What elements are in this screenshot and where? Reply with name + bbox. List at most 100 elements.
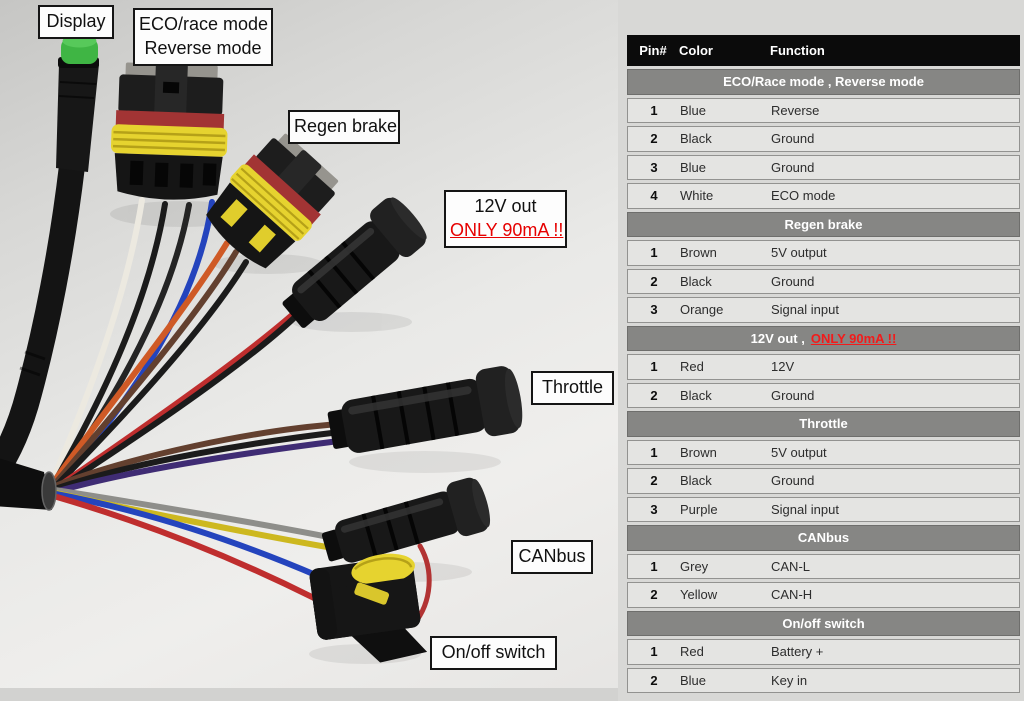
cell-function: Signal input: [771, 501, 839, 517]
label-eco-line1: ECO/race mode: [139, 14, 269, 34]
label-onoff-text: On/off switch: [441, 642, 546, 662]
cell-function: ECO mode: [771, 188, 836, 204]
cell-function: 5V output: [771, 245, 827, 261]
cell-function: Battery +: [771, 644, 824, 660]
cell-color: Blue: [680, 159, 707, 175]
cell-function: Ground: [771, 131, 815, 147]
wire-regen-black: [52, 259, 249, 490]
label-canbus-text: CANbus: [518, 546, 586, 566]
throttle-connector: [327, 366, 523, 453]
cell-color: White: [680, 188, 714, 204]
cell-function: Ground: [771, 473, 815, 489]
display-connector: [0, 34, 99, 486]
cell-color: Black: [680, 387, 712, 403]
cell-color: Black: [680, 273, 712, 289]
section-header: Regen brake: [627, 211, 1020, 237]
cell-pin: 4: [650, 188, 658, 204]
cell-function: Ground: [771, 387, 815, 403]
section-title-warning: ONLY 90mA !!: [810, 330, 897, 346]
cell-color: Red: [680, 359, 704, 375]
wire-eco-white: [49, 197, 145, 485]
label-12v-line1: 12V out: [474, 196, 537, 216]
cell-pin: 1: [650, 359, 658, 375]
wire-throttle-purple: [52, 438, 342, 495]
cell-pin: 3: [650, 302, 658, 318]
harness-photo: Display ECO/race mode Reverse mode Regen…: [0, 0, 618, 701]
photo-bottom-margin: [0, 688, 618, 701]
pin-row: 1 Blue Reverse: [627, 97, 1020, 123]
cell-pin: 2: [650, 587, 658, 603]
cell-color: Black: [680, 473, 712, 489]
pin-row: 3 Purple Signal input: [627, 496, 1020, 522]
cell-function: 12V: [771, 359, 795, 375]
pin-row: 3 Blue Ground: [627, 154, 1020, 180]
wire-throttle-brown: [52, 421, 343, 489]
harness-wires: [49, 197, 432, 627]
label-onoff-switch: On/off switch: [430, 636, 557, 670]
cell-color: Blue: [680, 672, 707, 688]
section-title: Regen brake: [784, 216, 863, 232]
wire-onoff-blue: [53, 491, 321, 579]
section-header: ECO/Race mode , Reverse mode: [627, 69, 1020, 95]
cell-function: Ground: [771, 159, 815, 175]
cell-color: Brown: [680, 245, 717, 261]
cell-color: Yellow: [680, 587, 718, 603]
cell-pin: 1: [650, 444, 658, 460]
label-regen-text: Regen brake: [294, 116, 398, 136]
main-cable-sheath: [0, 458, 57, 511]
display-cable: [0, 153, 85, 486]
label-display: Display: [38, 5, 114, 39]
label-canbus: CANbus: [511, 540, 593, 574]
column-header-pin: Pin#: [639, 43, 667, 58]
cell-pin: 1: [650, 644, 658, 660]
cell-pin: 2: [650, 131, 658, 147]
pin-table-header: Pin# Color Function: [627, 35, 1020, 66]
regen-brake-connector: [206, 133, 339, 269]
12v-out-connector: [282, 197, 427, 328]
cell-function: Key in: [771, 672, 808, 688]
cell-color: Orange: [680, 302, 724, 318]
section-header: 12V out ,ONLY 90mA !!: [627, 325, 1020, 351]
cell-function: CAN-L: [771, 558, 811, 574]
cell-color: Purple: [680, 501, 718, 517]
cell-pin: 1: [650, 102, 658, 118]
section-title: CANbus: [797, 530, 850, 546]
cell-pin: 1: [650, 558, 658, 574]
cell-pin: 2: [650, 387, 658, 403]
label-12v-out: 12V out ONLY 90mA !!: [444, 190, 567, 248]
section-title: On/off switch: [782, 615, 865, 631]
wire-regen-orange: [50, 240, 230, 486]
label-throttle: Throttle: [531, 371, 614, 405]
pinout-panel: Pin# Color Function ECO/Race mode , Reve…: [618, 0, 1024, 701]
section-header: CANbus: [627, 525, 1020, 551]
section-header: Throttle: [627, 411, 1020, 437]
column-header-color: Color: [679, 43, 713, 58]
cell-pin: 3: [650, 159, 658, 175]
section-title: Throttle: [799, 416, 848, 432]
pin-row: 2 Black Ground: [627, 382, 1020, 408]
pin-row: 1 Red 12V: [627, 354, 1020, 380]
cell-pin: 2: [650, 473, 658, 489]
pin-row: 4 White ECO mode: [627, 183, 1020, 209]
cell-pin: 3: [650, 501, 658, 517]
label-display-text: Display: [46, 11, 106, 31]
label-throttle-text: Throttle: [541, 377, 604, 397]
eco-race-reverse-connector: [110, 61, 228, 200]
cell-color: Blue: [680, 102, 707, 118]
section-title: ECO/Race mode , Reverse mode: [723, 74, 924, 90]
cell-function: 5V output: [771, 444, 827, 460]
canbus-connector: [321, 477, 491, 563]
section-header: On/off switch: [627, 610, 1020, 636]
wire-throttle-black: [52, 429, 343, 492]
cell-function: Reverse: [771, 102, 820, 118]
wire-onoff-red: [54, 494, 317, 601]
label-eco-reverse: ECO/race mode Reverse mode: [133, 8, 273, 66]
